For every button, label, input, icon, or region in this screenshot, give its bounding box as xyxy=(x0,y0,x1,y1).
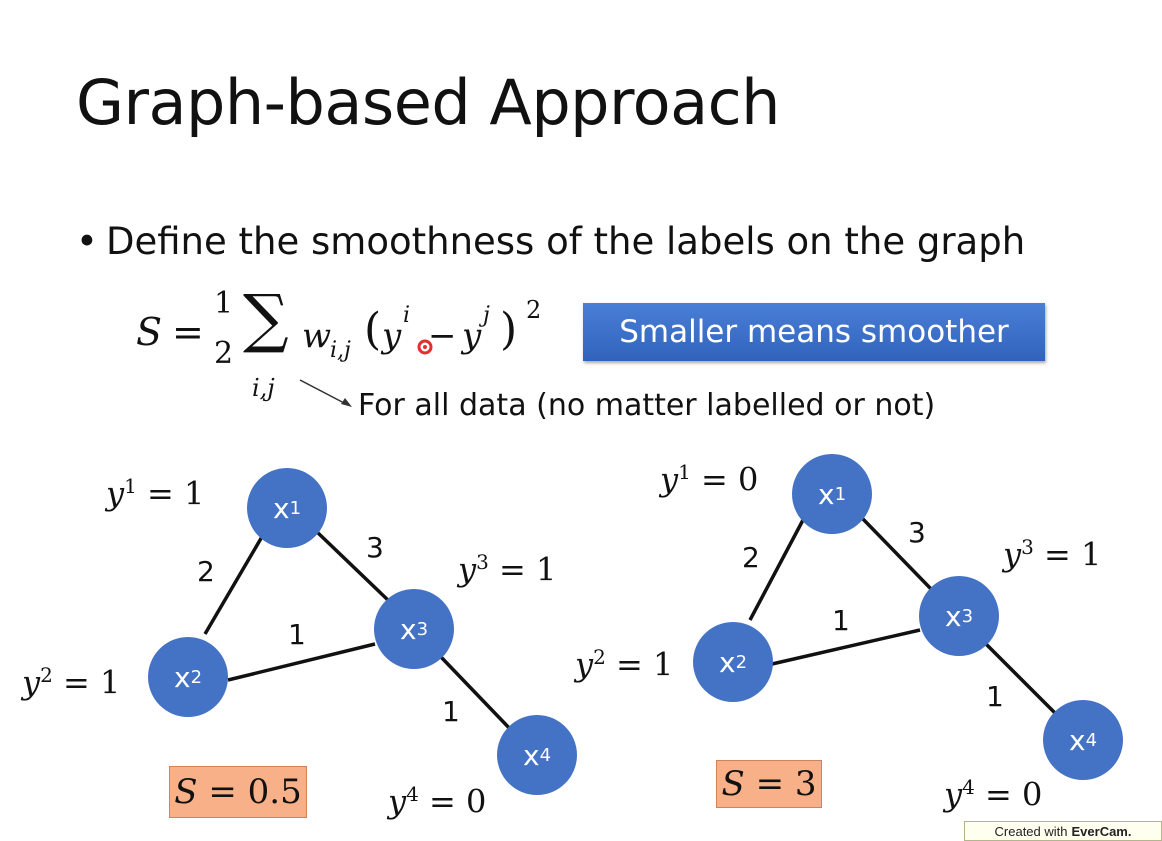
bullet-text: Define the smoothness of the labels on t… xyxy=(106,220,1026,263)
right-edge-x3-x4 xyxy=(984,642,1062,720)
left-edge-x1-x3 xyxy=(314,529,392,604)
formula-frac-den: 2 xyxy=(214,336,234,371)
left-weight-x2-x3: 1 xyxy=(288,618,306,651)
formula-w: w xyxy=(302,316,332,356)
left-edge-x1-x2 xyxy=(203,534,265,635)
watermark-brand: EverCam. xyxy=(1071,823,1132,839)
left-label-y3: y3 = 1 xyxy=(458,550,557,589)
right-score-box: S = 3 xyxy=(716,760,822,808)
left-edge-x3-x4 xyxy=(439,655,516,735)
cursor-dot-icon xyxy=(423,345,427,349)
formula-sum-sub: i,j xyxy=(252,374,275,402)
right-edge-x2-x3 xyxy=(771,628,921,666)
left-weight-x1-x3: 3 xyxy=(366,531,384,564)
left-edge-x2-x3 xyxy=(227,642,376,682)
all-data-note: For all data (no matter labelled or not) xyxy=(358,388,936,423)
formula-sum-sign: ∑ xyxy=(243,282,289,356)
right-weight-x3-x4: 1 xyxy=(986,680,1004,713)
formula-minus: − xyxy=(428,316,457,356)
left-label-y4: y4 = 0 xyxy=(388,782,487,821)
left-label-y2: y2 = 1 xyxy=(22,663,121,702)
formula-frac-num: 1 xyxy=(214,286,234,321)
formula-paren-open: ( xyxy=(364,304,382,355)
cursor-marker-icon xyxy=(417,339,433,355)
formula-lhs: S xyxy=(136,310,163,354)
formula-equals: = xyxy=(172,310,204,354)
left-weight-x3-x4: 1 xyxy=(442,695,460,728)
formula-w-sub: i,j xyxy=(330,338,351,363)
bullet-dot-icon: • xyxy=(76,220,98,263)
right-weight-x1-x3: 3 xyxy=(908,516,926,549)
right-edge-x1-x3 xyxy=(860,516,934,592)
right-label-y2: y2 = 1 xyxy=(575,645,674,684)
formula-y-i-sup: i xyxy=(403,303,411,328)
right-label-y4: y4 = 0 xyxy=(944,775,1043,814)
right-weight-x1-x2: 2 xyxy=(742,541,760,574)
watermark-prefix: Created with xyxy=(994,823,1068,839)
note-pointer-line xyxy=(299,379,347,405)
right-edge-x1-x2 xyxy=(748,519,805,621)
left-score-box: S = 0.5 xyxy=(169,766,307,818)
right-weight-x2-x3: 1 xyxy=(832,604,850,637)
formula-power: 2 xyxy=(526,296,542,324)
formula-paren-close: ) xyxy=(500,304,518,355)
left-weight-x1-x2: 2 xyxy=(197,555,215,588)
right-label-y3: y3 = 1 xyxy=(1003,535,1102,574)
smaller-means-smoother-callout: Smaller means smoother xyxy=(583,303,1045,361)
formula-y-j-sup: j xyxy=(483,303,490,328)
formula-y-j: y xyxy=(462,316,482,356)
right-label-y1: y1 = 0 xyxy=(660,460,759,499)
note-pointer-arrow-icon xyxy=(341,398,352,407)
formula-y-i: y xyxy=(382,316,402,356)
slide-title: Graph-based Approach xyxy=(76,66,780,139)
bullet-point: •Define the smoothness of the labels on … xyxy=(76,220,1025,263)
left-label-y1: y1 = 1 xyxy=(106,474,205,513)
